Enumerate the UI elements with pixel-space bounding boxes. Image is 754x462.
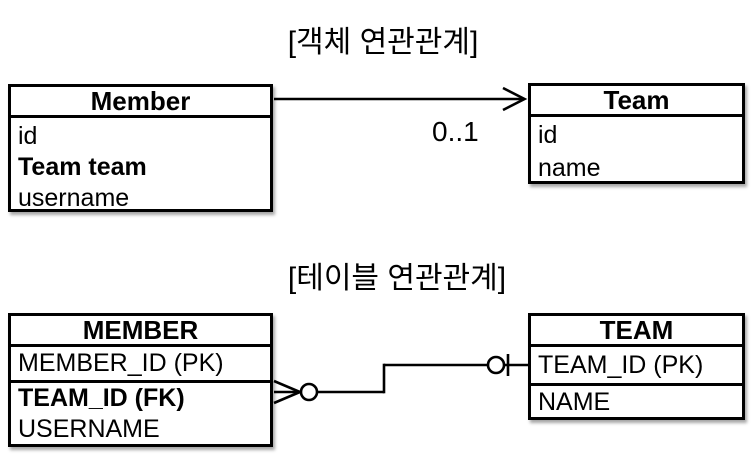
team-field-name: name bbox=[538, 154, 601, 182]
member-field-team: Team team bbox=[18, 153, 147, 181]
member-table-row-username: USERNAME bbox=[18, 415, 160, 443]
member-table-row-team-id: TEAM_ID (FK) bbox=[18, 384, 185, 412]
team-class-fields: id name bbox=[531, 117, 742, 185]
zero-circle-icon bbox=[486, 355, 506, 375]
team-field-id: id bbox=[538, 121, 558, 149]
table-diagram-title: [테이블 연관관계] bbox=[287, 262, 507, 295]
member-class-fields: id Team team username bbox=[11, 118, 270, 214]
team-table-title: TEAM bbox=[531, 316, 742, 347]
member-team-association-line bbox=[274, 86, 528, 112]
member-field-id: id bbox=[18, 122, 38, 150]
member-class-title: Member bbox=[11, 87, 270, 118]
team-table-box: TEAM TEAM_ID (PK) NAME bbox=[528, 313, 745, 420]
team-table-row-team-id: TEAM_ID (PK) bbox=[531, 347, 742, 386]
zero-circle-icon bbox=[299, 382, 319, 402]
member-table-box: MEMBER MEMBER_ID (PK) TEAM_ID (FK) USERN… bbox=[8, 313, 273, 447]
member-field-username: username bbox=[18, 184, 130, 212]
member-table-title: MEMBER bbox=[11, 316, 270, 347]
member-table-lower-cell: TEAM_ID (FK) USERNAME bbox=[11, 383, 270, 445]
object-diagram-title: [객체 연관관계] bbox=[287, 26, 479, 59]
association-multiplicity-label: 0..1 bbox=[432, 116, 479, 147]
member-team-relationship-line bbox=[273, 354, 528, 405]
open-arrowhead-icon bbox=[502, 86, 528, 112]
member-table-row-member-id: MEMBER_ID (PK) bbox=[11, 347, 270, 383]
member-class-box: Member id Team team username bbox=[8, 84, 273, 212]
team-class-title: Team bbox=[531, 86, 742, 117]
team-class-box: Team id name bbox=[528, 83, 745, 184]
crow-foot-icon bbox=[273, 379, 304, 405]
team-table-row-name: NAME bbox=[538, 388, 611, 416]
